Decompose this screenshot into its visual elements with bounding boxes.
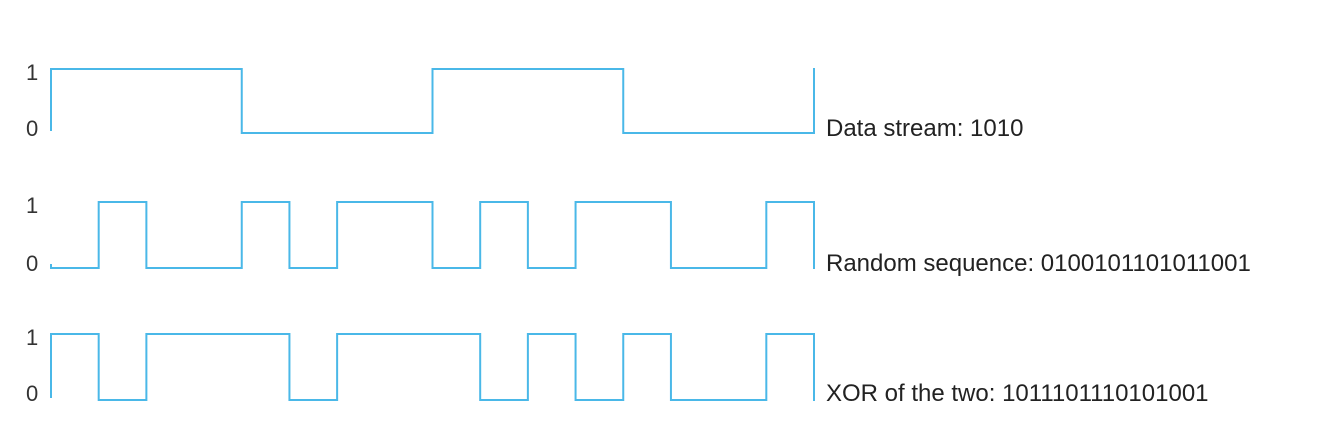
xor-result-waveform xyxy=(50,333,815,401)
data-stream-caption: Data stream: 1010 xyxy=(826,115,1023,142)
xor-result-low-label: 0 xyxy=(26,381,38,406)
random-sequence-caption: Random sequence: 0100101101011001 xyxy=(826,250,1251,277)
data-stream-low-label: 0 xyxy=(26,116,38,141)
xor-result-row: 1 0 XOR of the two: 1011101110101001 xyxy=(26,325,1209,407)
random-sequence-waveform xyxy=(50,201,815,269)
random-sequence-high-label: 1 xyxy=(26,193,38,218)
data-stream-row: 1 0 Data stream: 1010 xyxy=(26,60,1023,142)
data-stream-waveform xyxy=(50,68,815,134)
xor-result-high-label: 1 xyxy=(26,325,38,350)
data-stream-high-label: 1 xyxy=(26,60,38,85)
xor-result-caption: XOR of the two: 1011101110101001 xyxy=(826,380,1209,407)
random-sequence-low-label: 0 xyxy=(26,251,38,276)
random-sequence-row: 1 0 Random sequence: 0100101101011001 xyxy=(26,193,1251,277)
